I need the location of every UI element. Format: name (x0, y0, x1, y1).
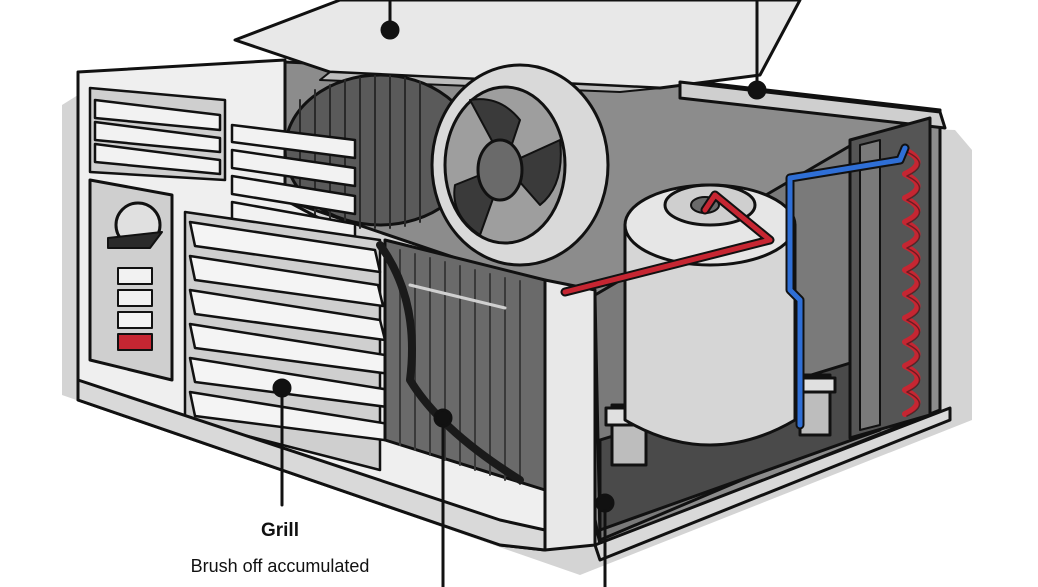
control-button-active (117, 333, 153, 351)
dot-marker-icon (380, 20, 400, 40)
grill-callout-description: Brush off accumulated (190, 556, 370, 576)
evaporator-coil (376, 238, 547, 492)
refrigerant-line-hot-fill (562, 192, 773, 295)
casing-bottom-edge (76, 378, 547, 552)
control-button (117, 311, 153, 329)
casing-bottom-right (593, 406, 952, 562)
condenser-coil (848, 116, 932, 440)
rear-top-frame (678, 80, 947, 130)
grill-callout-title: Grill (260, 520, 299, 541)
dot-marker-icon (433, 408, 453, 428)
control-button (117, 289, 153, 307)
refrigerant-line-cold-fill (787, 145, 908, 428)
upper-vent-louvers (88, 86, 357, 244)
front-grill (183, 210, 402, 472)
fan-blade-icon (430, 63, 610, 267)
casing-front-frame (543, 278, 597, 552)
callout-leaders (272, 0, 767, 587)
control-panel (88, 178, 174, 382)
dot-marker-icon (595, 493, 615, 513)
dot-marker-icon (272, 378, 292, 398)
control-button (117, 267, 153, 285)
dot-marker-icon (747, 80, 767, 100)
